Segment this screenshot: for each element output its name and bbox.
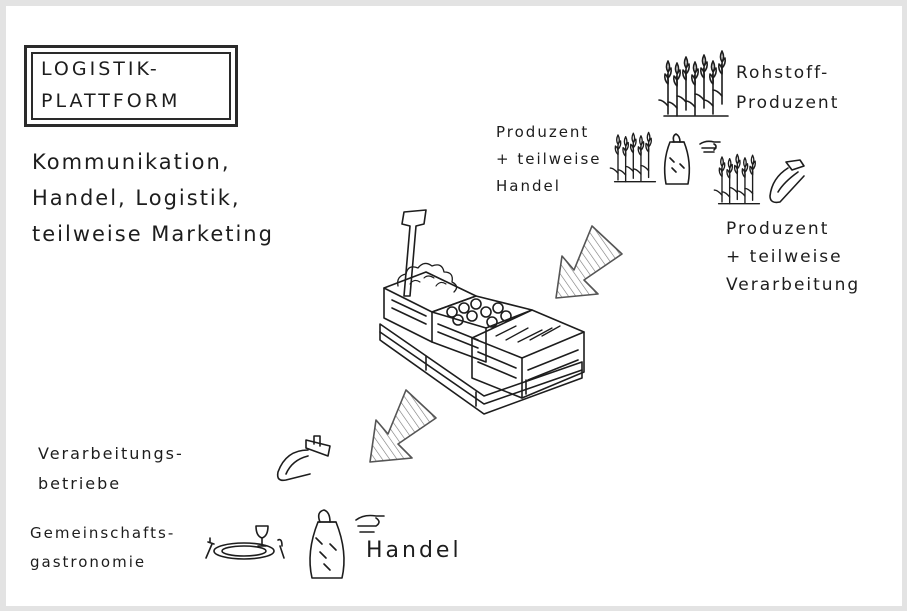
arrow-icon	[370, 390, 436, 462]
peeler-icon	[278, 436, 330, 480]
wheat-icon	[610, 132, 655, 181]
wheat-icon	[659, 51, 728, 116]
plate-cutlery-icon	[206, 538, 284, 559]
wine-glass-icon	[256, 526, 268, 546]
wheat-icon	[714, 154, 759, 203]
arrow-icon	[556, 226, 622, 298]
sack-icon	[665, 134, 690, 184]
hand-icon	[700, 141, 720, 152]
sketch-artwork	[6, 6, 902, 606]
pallet-crates-icon	[380, 210, 584, 414]
peeler-icon	[770, 160, 804, 202]
sack-icon	[310, 510, 344, 578]
sketch-canvas: LOGISTIK- PLATTFORM Kommunikation, Hande…	[6, 6, 902, 606]
hand-icon	[356, 516, 384, 533]
